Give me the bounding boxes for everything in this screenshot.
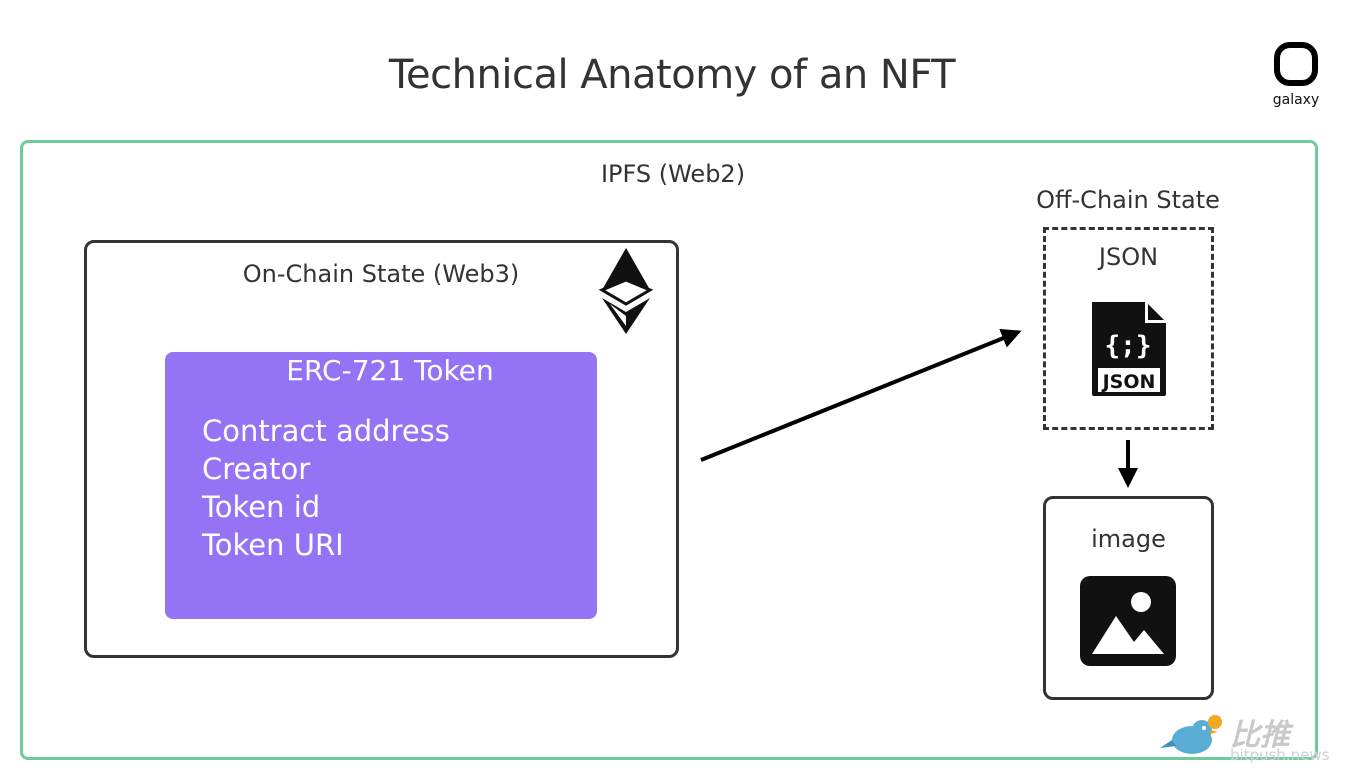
bitpush-watermark: 比推 bitpush.news	[1160, 708, 1350, 778]
token-title: ERC-721 Token	[286, 354, 494, 387]
galaxy-logo-text: galaxy	[1272, 92, 1320, 108]
on-chain-container	[84, 240, 679, 658]
ipfs-container	[20, 140, 1318, 760]
json-label: JSON	[1098, 243, 1159, 271]
page-title: Technical Anatomy of an NFT	[388, 52, 956, 98]
erc721-token-card	[165, 352, 597, 619]
watermark-url: bitpush.news	[1230, 746, 1330, 764]
image-container	[1043, 496, 1214, 700]
json-icon-badge: JSON	[1101, 371, 1156, 393]
token-field-list: Contract address Creator Token id Token …	[202, 412, 450, 564]
off-chain-label: Off-Chain State	[1036, 186, 1220, 214]
bird-icon	[1160, 715, 1222, 754]
image-icon	[1080, 576, 1176, 666]
token-field-token-uri: Token URI	[202, 528, 344, 562]
json-icon-braces: {;}	[1105, 331, 1152, 361]
ipfs-label: IPFS (Web2)	[600, 160, 746, 188]
watermark-cn: 比推	[1230, 718, 1290, 753]
galaxy-logo-icon	[1274, 42, 1318, 86]
json-container	[1043, 227, 1214, 430]
token-field-contract-address: Contract address	[202, 414, 450, 448]
json-file-icon: {;} JSON	[1092, 302, 1166, 396]
token-field-creator: Creator	[202, 452, 311, 486]
ethereum-icon	[598, 248, 654, 334]
galaxy-logo: galaxy	[1266, 40, 1326, 112]
image-label: image	[1091, 525, 1166, 553]
on-chain-label: On-Chain State (Web3)	[242, 260, 520, 288]
token-field-token-id: Token id	[202, 490, 321, 524]
